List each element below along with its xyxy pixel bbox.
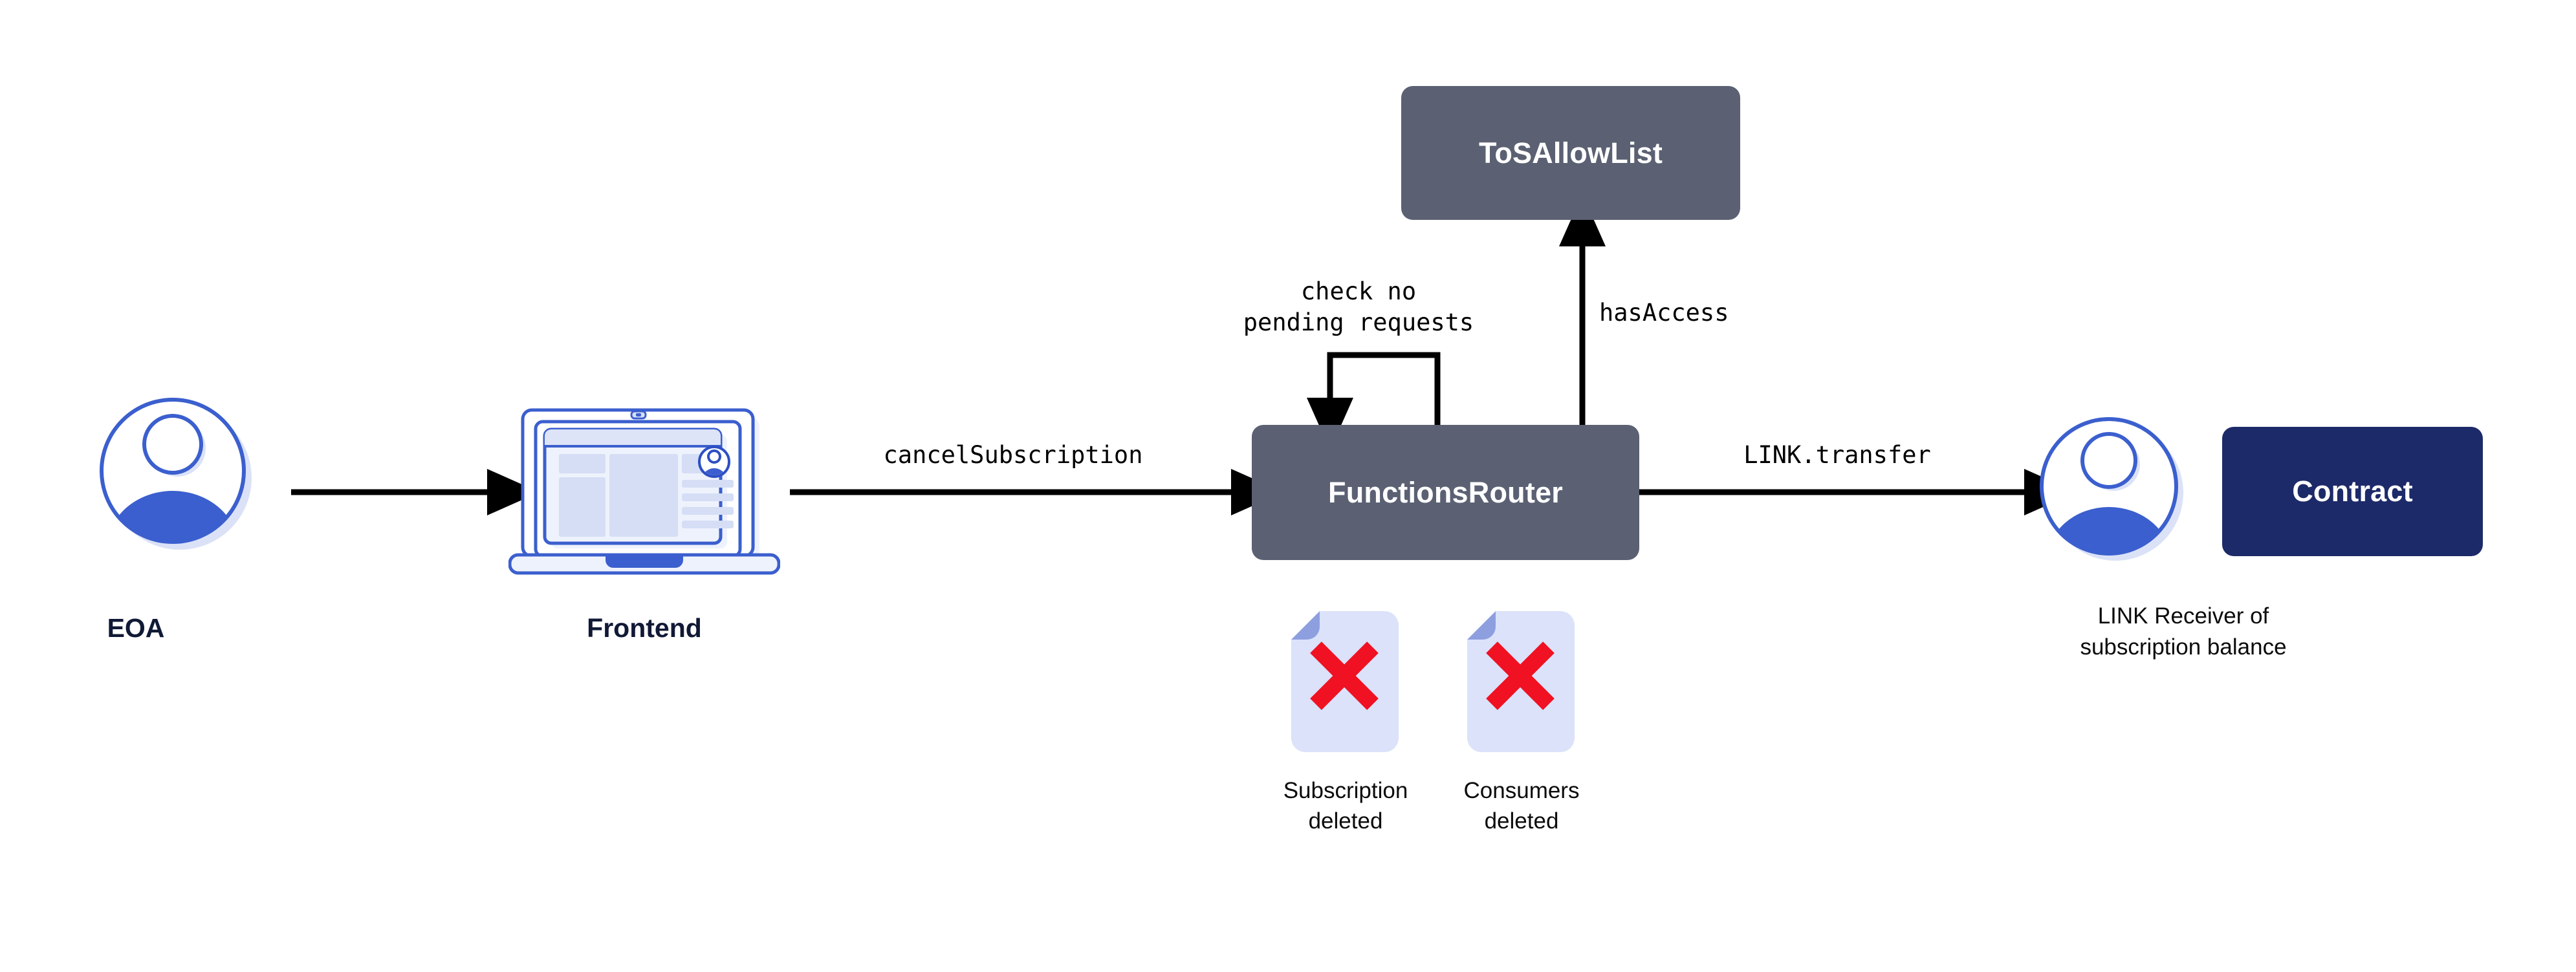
frontend-laptop-icon: [508, 408, 780, 575]
edge-label-link-transfer: LINK.transfer: [1743, 441, 1931, 469]
eoa-avatar-icon: [100, 398, 252, 550]
subscription-deleted-document-x-icon: [1291, 611, 1399, 752]
edge-label-cancel-subscription: cancelSubscription: [883, 441, 1143, 469]
consumers-deleted-document-x-icon: [1467, 611, 1575, 752]
node-tosallowlist[interactable]: ToSAllowList: [1401, 86, 1740, 220]
node-functionsrouter[interactable]: FunctionsRouter: [1252, 425, 1639, 560]
edge-label-check-no-pending-line1: check no: [1300, 277, 1417, 305]
edge-label-check-no-pending-line2: pending requests: [1243, 308, 1474, 336]
link-receiver-label-line1: LINK Receiver of: [2097, 603, 2269, 629]
subscription-deleted-label-line1: Subscription: [1283, 778, 1408, 803]
node-tosallowlist-label: ToSAllowList: [1478, 136, 1663, 169]
edge-label-has-access: hasAccess: [1599, 299, 1729, 327]
consumers-deleted-label-line2: deleted: [1484, 808, 1559, 834]
eoa-label: EOA: [107, 613, 165, 643]
link-receiver-avatar-icon: [2040, 417, 2183, 561]
frontend-label: Frontend: [587, 613, 702, 643]
node-contract-label: Contract: [2292, 475, 2413, 508]
link-receiver-label-line2: subscription balance: [2080, 634, 2287, 660]
consumers-deleted-label-line1: Consumers: [1463, 778, 1580, 803]
subscription-deleted-label-line2: deleted: [1308, 808, 1383, 834]
node-functionsrouter-label: FunctionsRouter: [1328, 475, 1563, 509]
node-contract[interactable]: Contract: [2222, 427, 2483, 556]
edge-router-self-loop: [1307, 352, 1441, 450]
